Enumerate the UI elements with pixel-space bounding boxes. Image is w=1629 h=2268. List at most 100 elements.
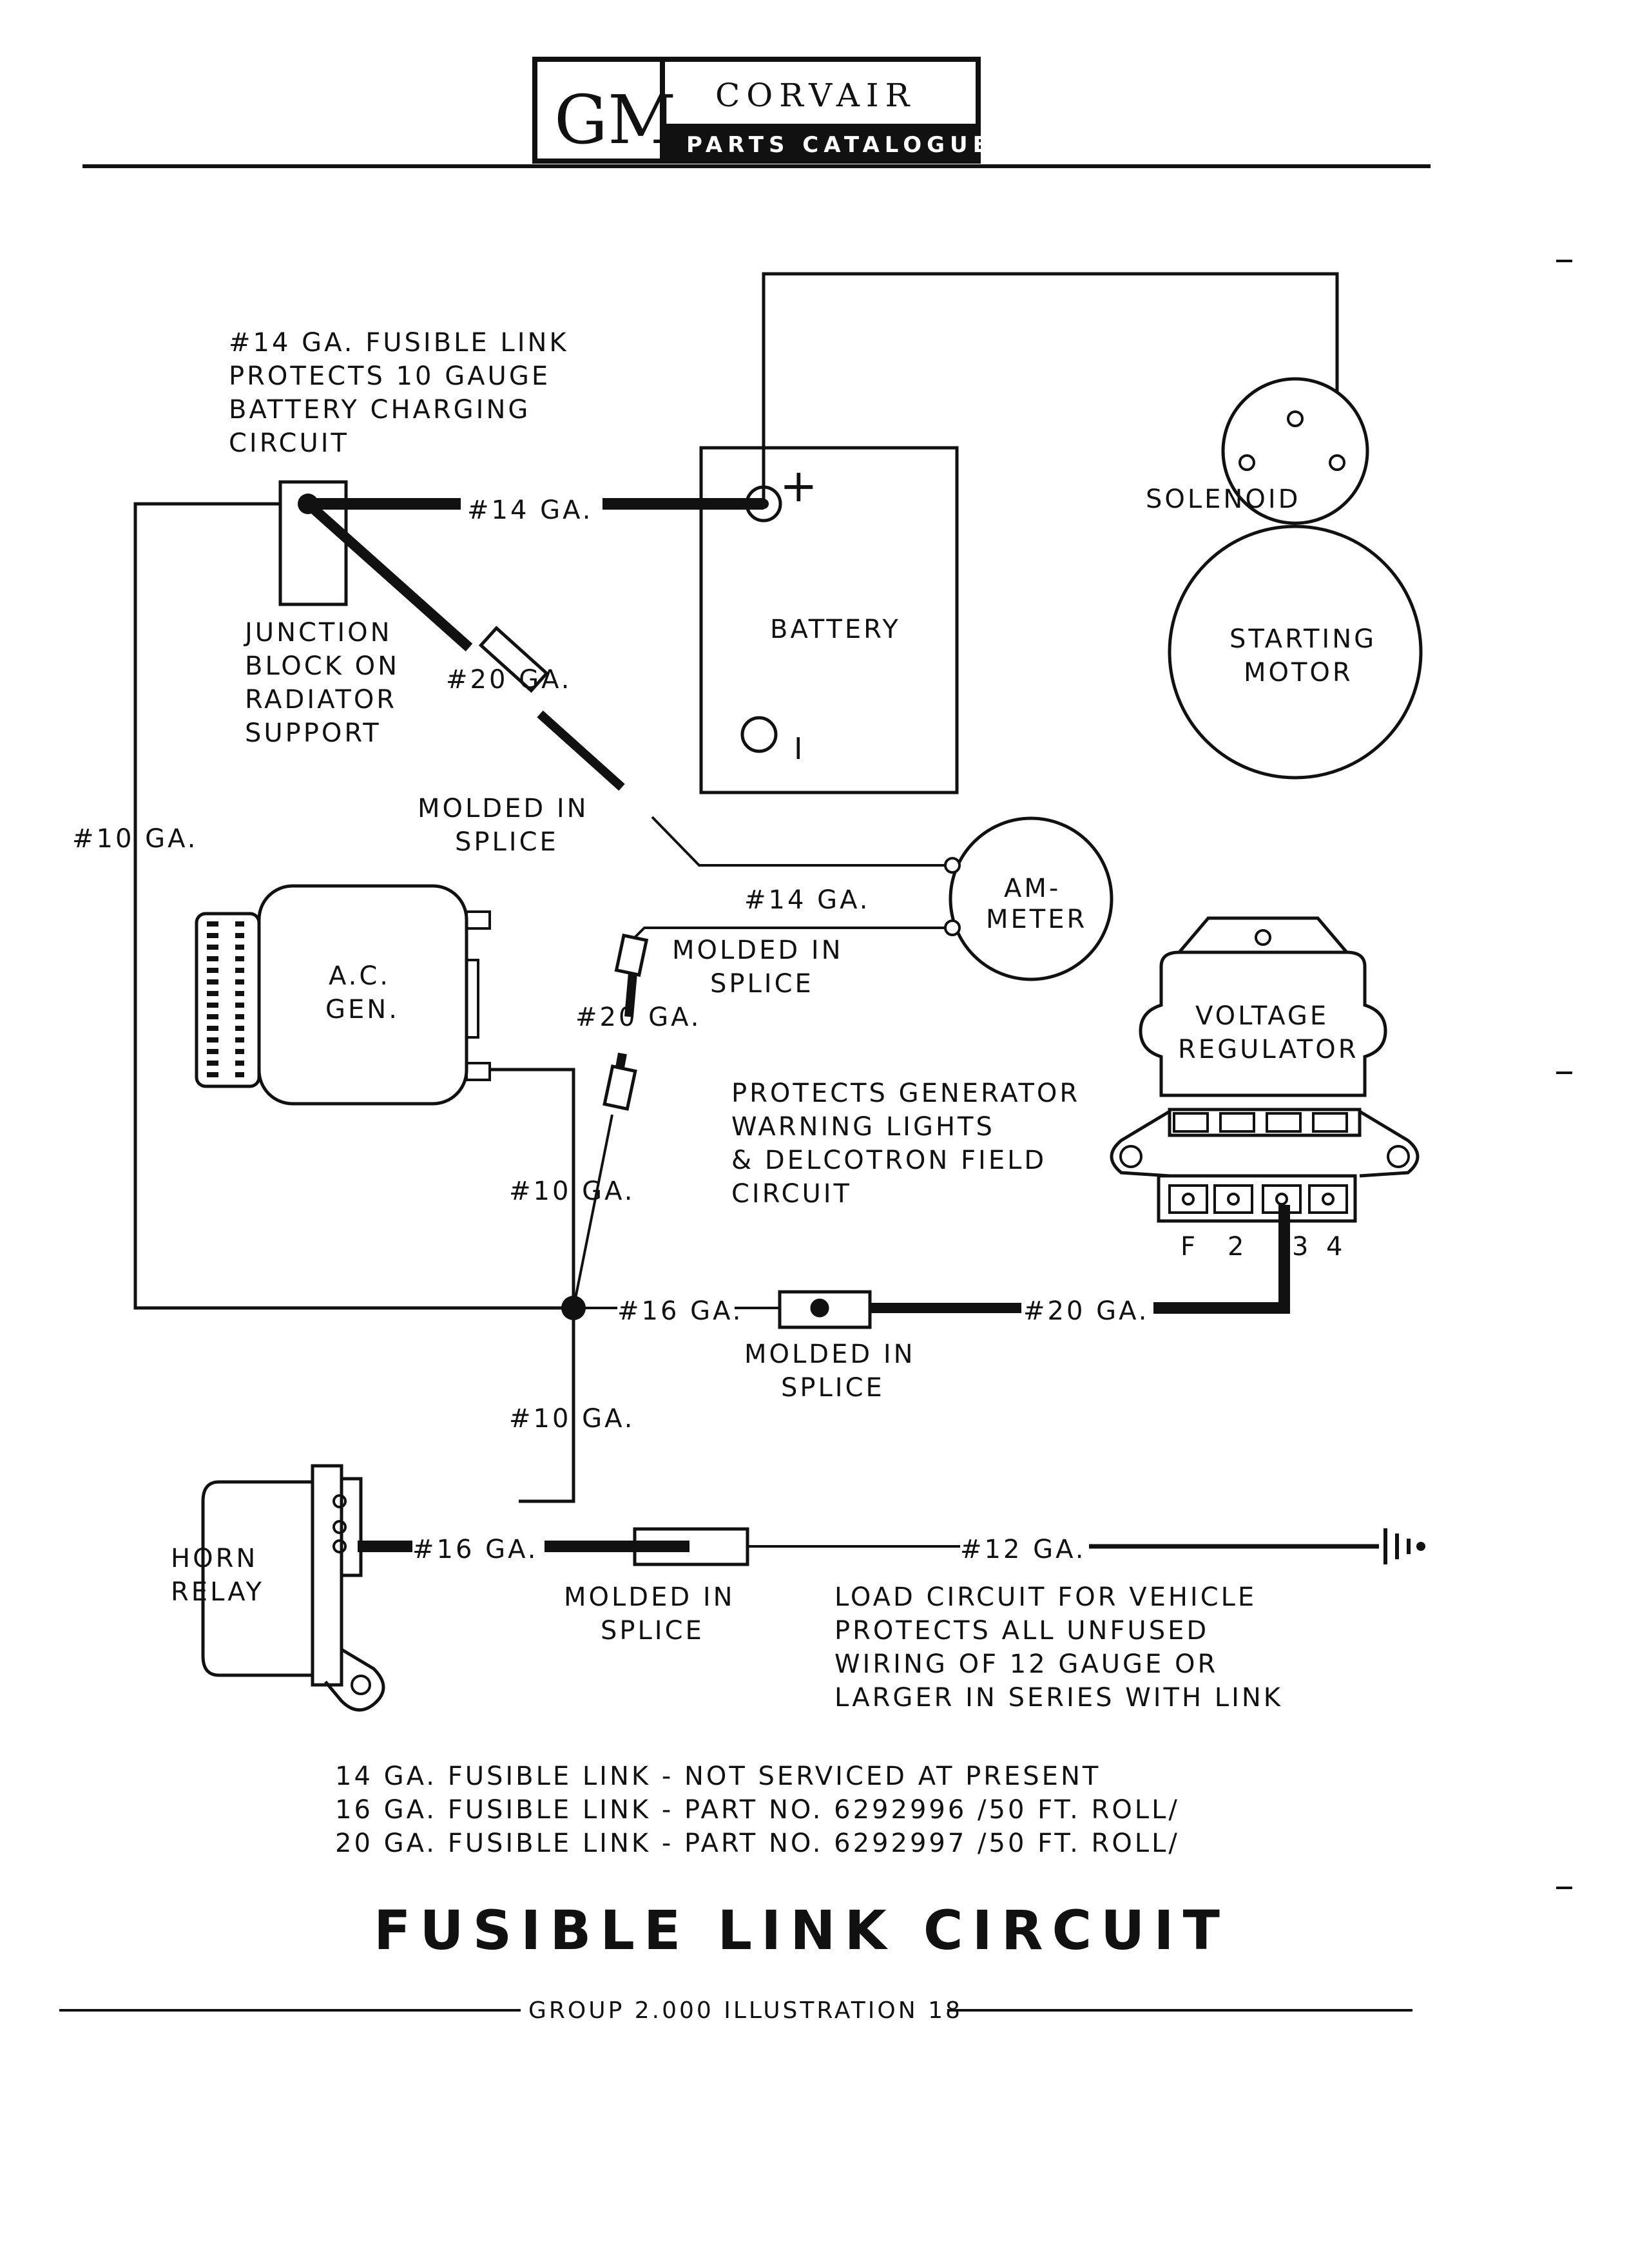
splices <box>478 626 872 1566</box>
regulator-body <box>1139 950 1387 1097</box>
splice-bottom-label-2: SPLICE <box>601 1616 704 1646</box>
ammeter-label-2: METER <box>986 905 1087 934</box>
regulator-mount-left <box>1110 1110 1171 1178</box>
header-subtitle-band <box>662 124 978 161</box>
starting-motor-label-2: MOTOR <box>1244 658 1353 687</box>
regulator-top-hole <box>1255 929 1271 946</box>
junction-block-label-4: SUPPORT <box>245 718 381 748</box>
ammeter-label-1: AM- <box>1004 874 1061 903</box>
header-subtitle: PARTS CATALOGUE <box>686 132 993 158</box>
splice-mid-label-1: MOLDED IN <box>672 936 843 965</box>
fusible-link-20ga-right <box>1153 1205 1290 1314</box>
ground-dot <box>1416 1542 1425 1551</box>
ga20-mid-label: #20 GA. <box>575 1003 702 1032</box>
legend: 14 GA. FUSIBLE LINK - NOT SERVICED AT PR… <box>335 1762 1180 1858</box>
splice-center-label-1: MOLDED IN <box>744 1340 916 1369</box>
gm-logo: GM <box>554 81 677 159</box>
wire-splice-to-ammeter <box>651 816 952 867</box>
fusible-link-20ga-diagonal-b <box>537 710 625 791</box>
battery-label: BATTERY <box>770 615 901 644</box>
footer: GROUP 2.000 ILLUSTRATION 18 <box>59 1997 1412 2024</box>
wire-10ga-lower <box>519 1308 575 1503</box>
regulator-cell-3 <box>1266 1112 1302 1133</box>
ga10-left-label: #10 GA. <box>72 824 198 854</box>
wire-ammeter-to-splice <box>633 927 952 939</box>
regulator-mount-right-hole <box>1387 1145 1410 1168</box>
load-note-line-2: PROTECTS ALL UNFUSED <box>834 1616 1209 1646</box>
solenoid-label: SOLENOID <box>1146 485 1300 514</box>
regulator-pin-3-hole <box>1275 1193 1288 1206</box>
ga14-top-label: #14 GA. <box>467 495 593 525</box>
battery-body <box>699 446 959 794</box>
fusible-14-note-line-2: PROTECTS 10 GAUGE <box>229 361 550 391</box>
figure-title: FUSIBLE LINK CIRCUIT <box>374 1899 1229 1962</box>
regulator-terminal-block-top <box>1168 1108 1362 1137</box>
starter <box>1168 377 1423 780</box>
junction-block-label-1: JUNCTION <box>243 618 392 648</box>
regulator-top-bracket <box>1175 916 1351 954</box>
fusible-14-note-line-1: #14 GA. FUSIBLE LINK <box>229 328 569 358</box>
legend-line-14ga: 14 GA. FUSIBLE LINK - NOT SERVICED AT PR… <box>335 1762 1101 1791</box>
horn-relay-terminal-2 <box>333 1520 347 1534</box>
ground-symbol <box>1383 1528 1425 1564</box>
regulator-terminal-2: 2 <box>1228 1232 1246 1262</box>
battery-minus-label: I <box>794 731 803 766</box>
junction-block-body <box>278 480 348 606</box>
battery-positive-post <box>745 485 782 523</box>
wire-20ga-mid-thin <box>572 1114 613 1309</box>
generator-note-line-3: & DELCOTRON FIELD <box>731 1146 1046 1175</box>
generator-note-line-2: WARNING LIGHTS <box>731 1112 995 1142</box>
regulator-terminal-3: 3 <box>1292 1232 1311 1262</box>
regulator-terminal-4: 4 <box>1326 1232 1345 1262</box>
regulator-connector <box>1157 1174 1357 1223</box>
regulator-cell-2 <box>1219 1112 1255 1133</box>
legend-line-16ga: 16 GA. FUSIBLE LINK - PART NO. 6292996 /… <box>335 1795 1180 1825</box>
ga14-ammeter-label: #14 GA. <box>744 885 871 915</box>
regulator-pin-4 <box>1308 1184 1348 1214</box>
junction-block <box>278 480 348 606</box>
regulator-pin-2 <box>1213 1184 1253 1214</box>
ac-gen-label-1: A.C. <box>329 961 390 991</box>
ga10-mid-label: #10 GA. <box>509 1177 635 1206</box>
splice-top-label-1: MOLDED IN <box>418 794 589 823</box>
header: GM CORVAIR PARTS CATALOGUE <box>82 57 1431 168</box>
fusible-link-20ga-diagonal-a <box>304 500 473 651</box>
solenoid-body <box>1221 377 1369 525</box>
fusible-link-20ga-mid-a <box>624 972 637 1017</box>
voltage-regulator <box>1110 916 1420 1223</box>
splice-top-label-2: SPLICE <box>455 827 559 857</box>
regulator-cell-4 <box>1312 1112 1348 1133</box>
voltage-regulator-label-1: VOLTAGE <box>1195 1001 1329 1031</box>
junction-block-terminal <box>298 494 318 514</box>
regulator-cell-1 <box>1173 1112 1209 1133</box>
labels: #14 GA. FUSIBLE LINK PROTECTS 10 GAUGE B… <box>72 328 1376 1713</box>
regulator-mount-left-hole <box>1119 1145 1142 1168</box>
load-note-line-1: LOAD CIRCUIT FOR VEHICLE <box>834 1582 1257 1612</box>
fusible-14-note-line-3: BATTERY CHARGING <box>229 395 530 425</box>
wires <box>133 272 1379 1552</box>
horn-relay-terminal-bracket <box>340 1477 363 1577</box>
wire-10ga-left-loop <box>133 502 574 1310</box>
ammeter-body <box>949 816 1113 981</box>
junction-block-label-2: BLOCK ON <box>245 651 400 681</box>
horn-relay-mount-hole <box>351 1675 371 1695</box>
starting-motor-label-1: STARTING <box>1229 624 1376 654</box>
splice-bottom-label-1: MOLDED IN <box>564 1582 735 1612</box>
horn-relay-label-2: RELAY <box>171 1577 264 1607</box>
horn-relay-terminal-1 <box>333 1494 347 1508</box>
molded-splice-top <box>478 626 549 693</box>
ac-generator <box>195 884 491 1106</box>
horn-relay-label-1: HORN <box>171 1544 258 1573</box>
solenoid-terminal-right <box>1329 454 1345 471</box>
generator-lug-top <box>465 910 491 930</box>
splice-mid-label-2: SPLICE <box>710 969 814 999</box>
generator-note-line-4: CIRCUIT <box>731 1179 852 1209</box>
regulator-mount-right <box>1358 1110 1420 1178</box>
horn-relay-plate <box>311 1464 343 1687</box>
wire-battery-to-solenoid <box>762 272 1339 504</box>
ga16-mid-label: #16 GA. <box>617 1296 744 1326</box>
battery-plus-label: + <box>780 459 818 512</box>
regulator-terminal-f: F <box>1181 1232 1198 1262</box>
ga20-right-label: #20 GA. <box>1023 1296 1150 1326</box>
